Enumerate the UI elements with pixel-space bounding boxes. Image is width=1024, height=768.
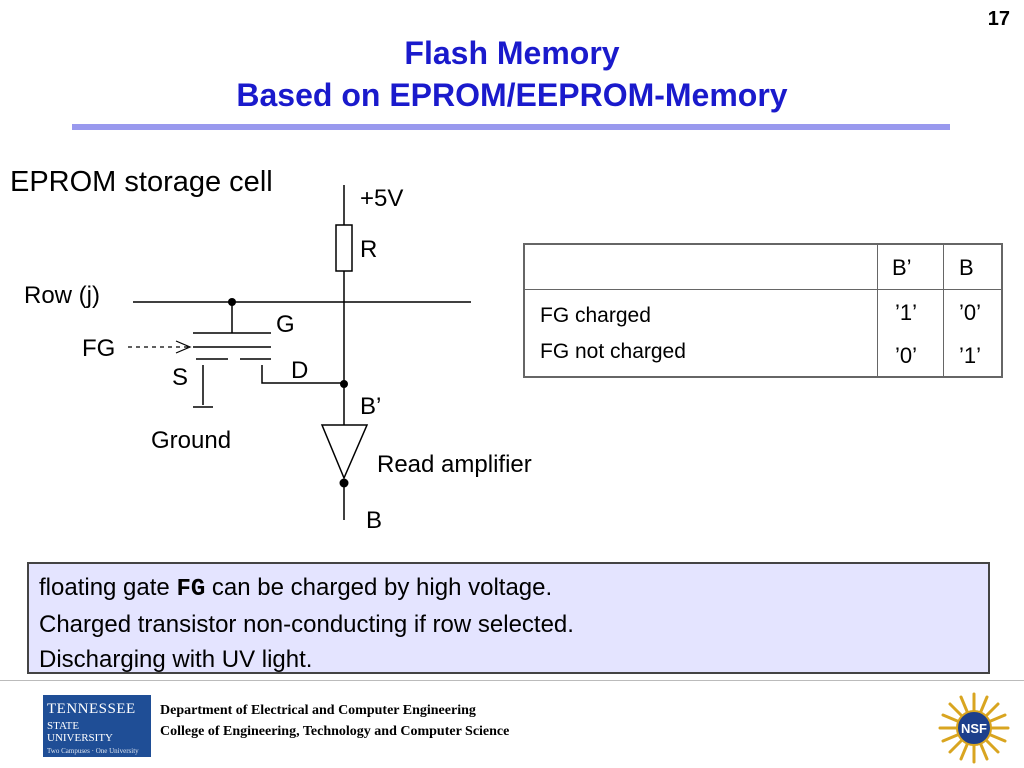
table-divider-col2 [943, 245, 944, 376]
fg-arrow-head [175, 340, 192, 354]
bit-inverted-label: B’ [360, 393, 381, 420]
note-line-1: floating gate FG can be charged by high … [39, 570, 978, 607]
slide-title: Flash Memory Based on EPROM/EEPROM-Memor… [0, 32, 1024, 116]
table-row-2-b: ’1’ [959, 343, 982, 368]
bitline-junction [340, 380, 348, 388]
table-divider-col1 [877, 245, 878, 376]
title-line-2: Based on EPROM/EEPROM-Memory [236, 77, 788, 113]
table-row-1-b: ’0’ [959, 300, 982, 325]
ground-label: Ground [151, 427, 231, 454]
college-line: College of Engineering, Technology and C… [160, 724, 510, 739]
title-underline [72, 124, 950, 130]
cell-heading: EPROM storage cell [10, 166, 273, 198]
drain-label: D [291, 357, 308, 384]
note-line-3: Discharging with UV light. [39, 646, 313, 673]
tsu-logo: TENNESSEE STATE UNIVERSITY Two Campuses … [43, 695, 151, 757]
table-header-b-inverted: B’ [892, 255, 912, 280]
note-fg-code: FG [176, 576, 206, 603]
amplifier-label: Read amplifier [377, 451, 532, 478]
note-line-2: Charged transistor non-conducting if row… [39, 611, 574, 638]
nsf-logo-icon: NSF [938, 692, 1010, 764]
gate-label: G [276, 311, 295, 338]
tsu-logo-line-3: Two Campuses · One University [47, 747, 139, 755]
nsf-logo-text: NSF [961, 721, 987, 736]
drain-wire [261, 365, 344, 384]
amplifier-output-node [339, 478, 349, 488]
bit-label: B [366, 507, 382, 534]
note-box: floating gate FG can be charged by high … [27, 562, 990, 674]
table-row-1-state: FG charged [540, 304, 651, 327]
table-divider-header [525, 289, 1001, 290]
tsu-logo-line-1: TENNESSEE [47, 701, 136, 717]
footer-divider [0, 680, 1024, 681]
table-header-b: B [959, 255, 974, 280]
department-credit: Department of Electrical and Computer En… [160, 700, 509, 742]
note-line-1-suffix: can be charged by high voltage. [205, 574, 553, 601]
slide-number: 17 [987, 8, 1010, 30]
source-label: S [172, 364, 188, 391]
tsu-logo-line-2: STATE UNIVERSITY [47, 720, 113, 744]
truth-table: B’ B FG charged ’1’ ’0’ FG not charged ’… [523, 243, 1003, 378]
table-row-1-b-inverted: ’1’ [895, 300, 918, 325]
note-line-1-prefix: floating gate [39, 574, 177, 601]
title-line-1: Flash Memory [404, 35, 620, 71]
resistor-label: R [360, 236, 377, 263]
floating-gate-label: FG [82, 335, 115, 362]
row-label: Row (j) [24, 282, 100, 309]
department-line: Department of Electrical and Computer En… [160, 703, 476, 718]
supply-label: +5V [360, 185, 403, 212]
resistor [335, 224, 353, 272]
table-row-2-state: FG not charged [540, 340, 686, 363]
read-amplifier-symbol [320, 424, 369, 480]
eprom-circuit-diagram: +5V R Row (j) G FG S D Ground B’ Read am… [24, 185, 532, 534]
table-row-2-b-inverted: ’0’ [895, 343, 918, 368]
